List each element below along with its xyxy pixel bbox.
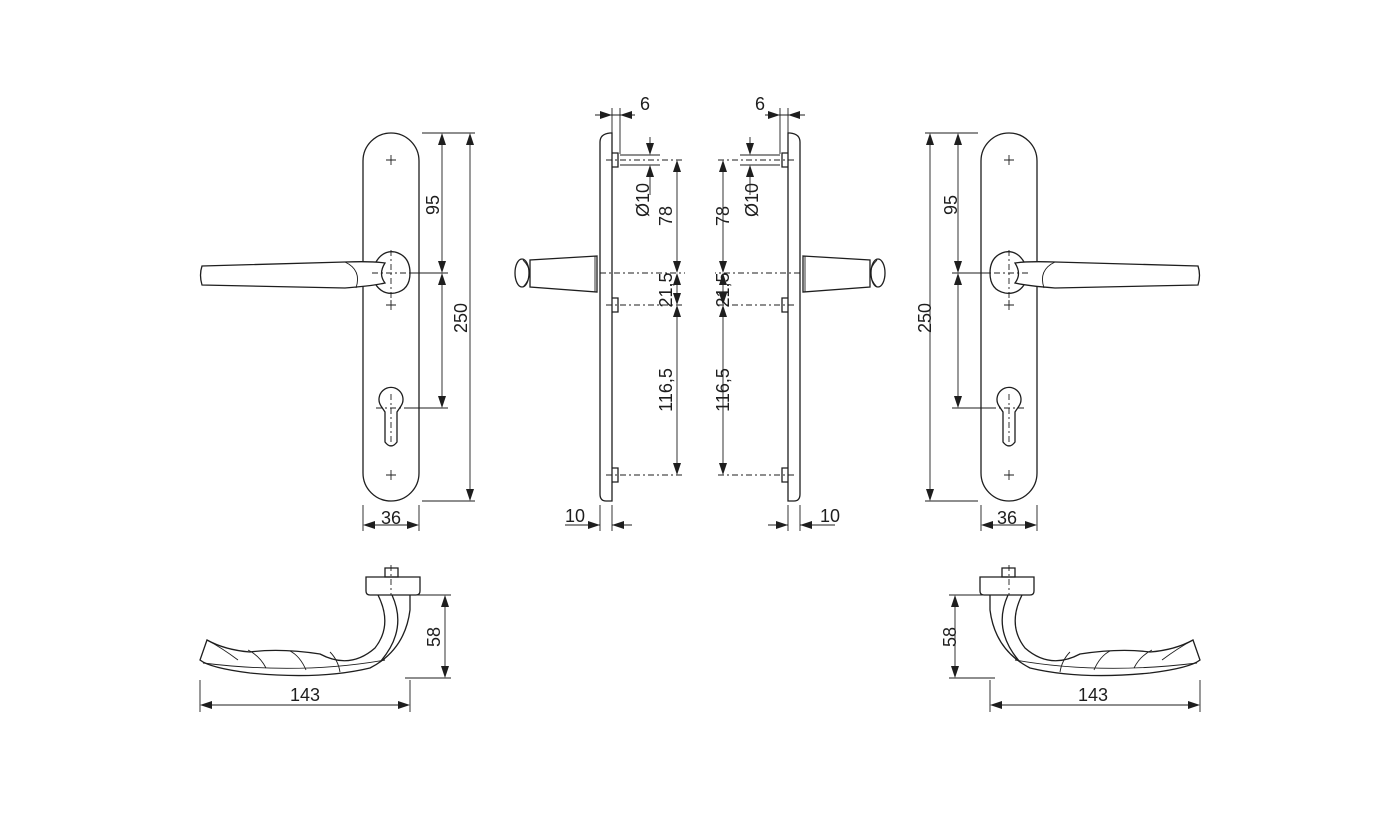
dim-upper-pin-left: 78 — [656, 206, 676, 226]
dim-plate-length-left: 250 — [451, 303, 471, 333]
dim-thickness-right: 10 — [820, 506, 840, 526]
dim-spindle-pin-right: 21,5 — [713, 272, 733, 307]
dim-lower-pin-left: 116,5 — [656, 368, 676, 412]
dim-pin-offset-right: 6 — [755, 94, 765, 114]
dim-projection-right: 58 — [940, 627, 960, 647]
dim-pin-diameter-right: Ø10 — [742, 183, 762, 217]
dim-plate-width-left: 36 — [381, 508, 401, 528]
dim-length-left: 143 — [290, 685, 320, 705]
dim-spindle-pin-left: 21,5 — [656, 272, 676, 307]
dim-pin-diameter-left: Ø10 — [633, 183, 653, 217]
dim-length-right: 143 — [1078, 685, 1108, 705]
dim-thickness-left: 10 — [565, 506, 585, 526]
dim-plate-length-right: 250 — [915, 303, 935, 333]
dim-lower-pin-right: 116,5 — [713, 368, 733, 412]
dim-pin-offset-left: 6 — [640, 94, 650, 114]
dim-spindle-top-left: 95 — [423, 195, 443, 215]
dim-plate-width-right: 36 — [997, 508, 1017, 528]
dim-upper-pin-right: 78 — [713, 206, 733, 226]
dim-spindle-top-right: 95 — [941, 195, 961, 215]
dim-projection-left: 58 — [424, 627, 444, 647]
